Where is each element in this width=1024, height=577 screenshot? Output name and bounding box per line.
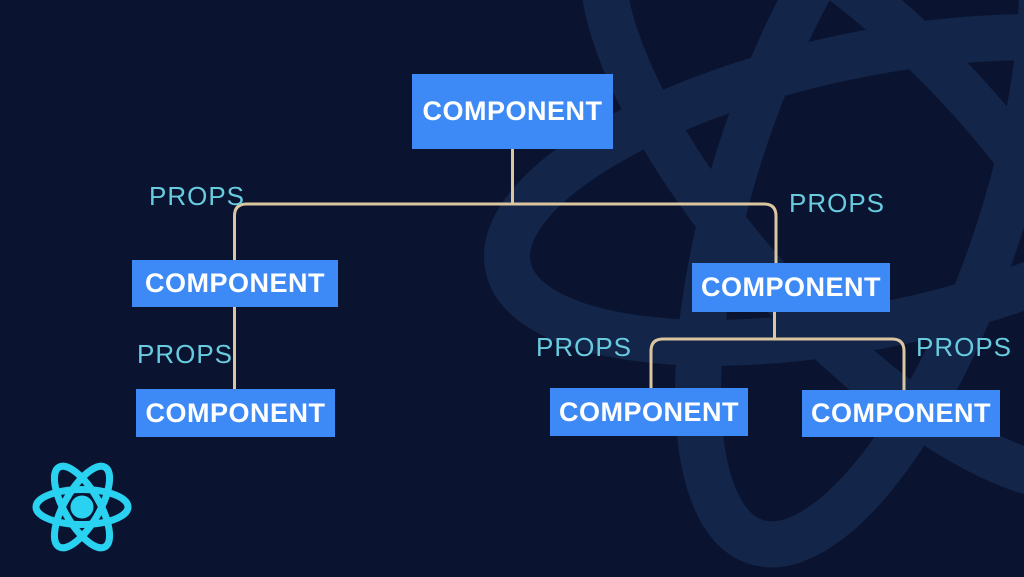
component-label: COMPONENT [422, 96, 603, 126]
props-label-left-top: PROPS [149, 181, 246, 211]
connector-main-bracket [233, 202, 778, 264]
component-node-right-grandchild-left: COMPONENT [550, 388, 748, 436]
component-label: COMPONENT [145, 397, 326, 428]
component-node-left-grandchild: COMPONENT [136, 389, 335, 437]
component-label: COMPONENT [559, 396, 739, 427]
component-node-left-child: COMPONENT [132, 260, 338, 307]
react-atom-nucleus [70, 495, 94, 519]
props-label-right-mid-left: PROPS [536, 332, 633, 362]
react-atom-icon [32, 462, 132, 552]
component-label: COMPONENT [811, 398, 991, 428]
props-label-left-mid: PROPS [137, 339, 234, 369]
component-label: COMPONENT [701, 272, 881, 302]
component-label: COMPONENT [145, 268, 325, 298]
component-node-right-child: COMPONENT [692, 263, 890, 312]
props-label-right-mid-right: PROPS [916, 332, 1013, 362]
connector-right-bracket [649, 337, 906, 391]
component-node-root: COMPONENT [412, 74, 613, 149]
component-node-right-grandchild-right: COMPONENT [802, 390, 1000, 437]
props-label-right-top: PROPS [789, 188, 886, 218]
